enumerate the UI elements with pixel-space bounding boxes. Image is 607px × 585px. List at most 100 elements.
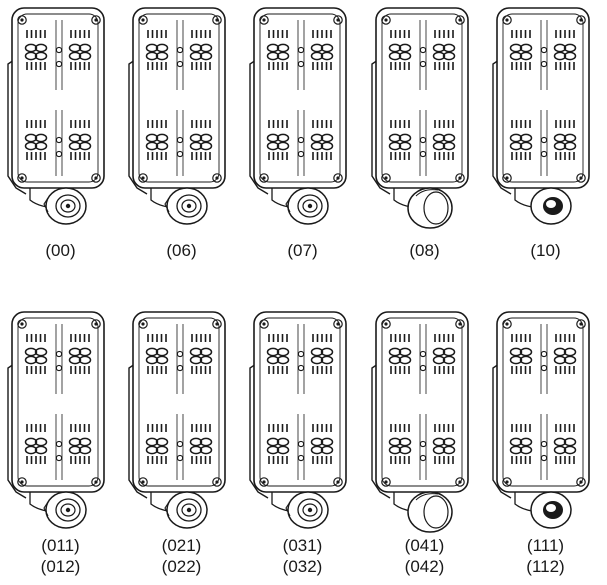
device-drawing (364, 304, 485, 536)
screw-hole-icon (138, 173, 148, 183)
variant-cell: (041)(042) (364, 304, 485, 585)
screw-hole-icon (502, 173, 512, 183)
connector-knob (164, 491, 208, 529)
variant-caption: (00) (0, 240, 121, 261)
variant-cell: (00) (0, 0, 121, 585)
variant-caption: (08) (364, 240, 485, 261)
variant-caption: (10) (485, 240, 606, 261)
variant-code-label: (07) (287, 241, 318, 260)
screw-hole-icon (576, 15, 586, 25)
connector-knob (530, 187, 572, 225)
mounting-plate (7, 311, 105, 513)
device-drawing (242, 0, 363, 232)
screw-hole-icon (17, 477, 27, 487)
screw-hole-icon (333, 173, 343, 183)
slot-group (388, 334, 412, 374)
connector-knob (285, 187, 329, 225)
screw-hole-icon (381, 15, 391, 25)
slot-group (553, 334, 577, 374)
variant-code-label: (021) (161, 536, 202, 555)
screw-hole-icon (455, 477, 465, 487)
screw-hole-icon (17, 319, 27, 329)
variant-code-label: (00) (45, 241, 76, 260)
variant-caption: (041)(042) (364, 535, 485, 577)
variant-caption: (111) (112) (485, 535, 606, 577)
device-drawing (242, 304, 363, 536)
screw-hole-icon (333, 477, 343, 487)
variant-code-label: (111) (526, 536, 565, 555)
variant-cell: (10) (485, 0, 606, 585)
variant-code-label: (011) (41, 536, 80, 555)
variant-caption: (06) (121, 240, 242, 261)
device-drawing (485, 0, 606, 232)
slot-group (189, 334, 213, 374)
slot-group (68, 120, 92, 160)
screw-hole-icon (17, 15, 27, 25)
slot-group (145, 30, 169, 70)
variant-code-label: (032) (282, 557, 323, 576)
slot-group (310, 334, 334, 374)
variant-code-label: (022) (161, 557, 202, 576)
screw-hole-icon (381, 477, 391, 487)
slot-group (145, 424, 169, 464)
screw-hole-icon (381, 319, 391, 329)
screw-hole-icon (259, 15, 269, 25)
mounting-plate (128, 7, 226, 209)
slot-group (553, 30, 577, 70)
connector-knob (164, 187, 208, 225)
slot-group (68, 424, 92, 464)
slot-group (310, 30, 334, 70)
screw-hole-icon (455, 173, 465, 183)
variant-cell: (07) (242, 0, 363, 585)
slot-group (68, 334, 92, 374)
slot-group (68, 30, 92, 70)
screw-hole-icon (138, 15, 148, 25)
slot-group (310, 424, 334, 464)
connector-knob (43, 187, 87, 225)
screw-hole-icon (259, 477, 269, 487)
mounting-plate (492, 7, 590, 209)
screw-hole-icon (138, 477, 148, 487)
variant-caption: (021) (022) (121, 535, 242, 577)
variant-code-label: (112) (526, 557, 565, 576)
slot-group (24, 30, 48, 70)
slot-group (388, 30, 412, 70)
slot-group (24, 120, 48, 160)
connector-knob (530, 491, 572, 529)
screw-hole-icon (212, 319, 222, 329)
device-drawing (0, 304, 121, 536)
slot-group (266, 334, 290, 374)
device-drawing (364, 0, 485, 232)
connector-knob (407, 187, 453, 229)
slot-group (432, 334, 456, 374)
screw-hole-icon (576, 477, 586, 487)
slot-group (432, 120, 456, 160)
connector-knob (285, 491, 329, 529)
screw-hole-icon (259, 173, 269, 183)
slot-group (509, 334, 533, 374)
screw-hole-icon (212, 477, 222, 487)
variant-code-label: (06) (166, 241, 197, 260)
slot-group (388, 424, 412, 464)
variant-cell: (011) (012) (0, 304, 121, 585)
slot-group (189, 30, 213, 70)
slot-group (189, 120, 213, 160)
screw-hole-icon (91, 319, 101, 329)
variant-caption: (011) (012) (0, 535, 121, 577)
slot-group (24, 334, 48, 374)
screw-hole-icon (576, 173, 586, 183)
slot-group (553, 120, 577, 160)
variant-code-label: (08) (409, 241, 440, 260)
screw-hole-icon (91, 15, 101, 25)
slot-group (509, 120, 533, 160)
screw-hole-icon (455, 15, 465, 25)
device-drawing (121, 304, 242, 536)
mounting-plate (249, 7, 347, 209)
screw-hole-icon (91, 173, 101, 183)
variant-code-label: (012) (40, 557, 81, 576)
slot-group (189, 424, 213, 464)
slot-group (24, 424, 48, 464)
screw-hole-icon (333, 15, 343, 25)
device-drawing (121, 0, 242, 232)
